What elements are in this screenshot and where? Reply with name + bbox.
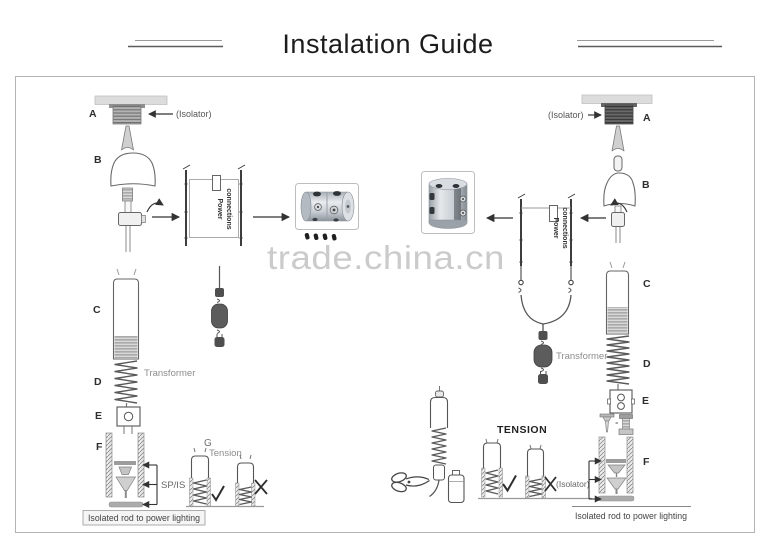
label-d-right: D [643, 358, 651, 370]
label-e-right: E [642, 395, 649, 407]
isolator-label-left: (Isolator) [176, 109, 212, 119]
title-decoration-left [128, 40, 223, 48]
watermark-text: trade.china.cn [267, 239, 505, 276]
check-icon [211, 485, 225, 502]
tension-tube-ok [190, 455, 210, 480]
bracket-f-right: F Isolated rod to power lighting [572, 436, 691, 521]
rotate-arrow-right [610, 198, 628, 213]
tension-label: Tension [209, 448, 242, 459]
tension-title: TENSION [497, 424, 547, 436]
caption-right-group: Isolated rod to power lighting [572, 506, 691, 521]
threaded-connector-left [122, 187, 133, 202]
transformer-label-left: Transformer [144, 368, 195, 379]
sp-is-label: SP/IS [161, 480, 185, 491]
ceiling-bar-right [581, 94, 653, 104]
connector-box-right [611, 212, 625, 227]
spring-d-right [606, 335, 630, 385]
wire-transformer-right: Transformer [518, 266, 607, 384]
caption-right: Isolated rod to power lighting [575, 511, 687, 521]
label-g: G [204, 438, 212, 449]
right-column: C D E [599, 261, 651, 435]
spike-right [611, 125, 625, 152]
caption-left: Isolated rod to power lighting [88, 513, 200, 523]
label-e-left: E [95, 410, 102, 422]
power-frame-right: Power connections [517, 193, 576, 266]
label-c-left: C [93, 304, 101, 316]
screws [599, 413, 634, 435]
power-label-line2-left: connections [225, 188, 232, 229]
label-b-left: B [94, 154, 102, 166]
label-f-left: F [96, 441, 103, 453]
isolated-rod-bar-right [597, 495, 635, 502]
canister [447, 470, 465, 504]
title-block: Instalation Guide [128, 29, 722, 59]
cross-icon [544, 476, 557, 492]
check-icon [502, 475, 517, 493]
transformer-label-right: Transformer [556, 351, 607, 362]
cross-icon [254, 479, 268, 495]
label-d-left: D [94, 376, 102, 388]
bell-canopy-right [603, 172, 636, 207]
ceiling-bar-left [94, 95, 168, 105]
caption-box-left: Isolated rod to power lighting [82, 510, 206, 526]
bracket-f-left: F SP/IS Isolated rod to power lighting [82, 432, 206, 526]
photo-dots [304, 232, 337, 241]
connector-box-left [118, 212, 142, 226]
transformer-body-right [533, 344, 553, 368]
label-f-right: F [643, 456, 650, 468]
left-column: C Transformer D E [93, 268, 195, 434]
label-b-right: B [642, 179, 650, 191]
power-label-line1-right: Power [552, 217, 559, 238]
rotate-arrow-left [146, 198, 164, 213]
isolated-rod-bar-left [108, 501, 144, 508]
spike-left [121, 125, 134, 151]
page-title: Instalation Guide [282, 29, 493, 59]
power-label-line2-right: connections [561, 207, 568, 248]
power-label-line1-left: Power [216, 198, 223, 219]
right-assembly-top: (Isolator) A B [548, 94, 653, 243]
tension-bad-tube [526, 448, 545, 478]
coupler-photo-left [295, 183, 359, 230]
spring-d-left [114, 360, 138, 404]
isolator-note-center: (Isolator) [556, 479, 590, 489]
sp-is-callouts: SP/IS [142, 461, 185, 509]
g-tension-group: G Tension [186, 438, 268, 508]
middle-tension-group: TENSION (Isolator) [391, 386, 592, 504]
bracket-callouts-right [588, 457, 602, 503]
bell-canopy-left [110, 152, 156, 187]
left-assembly-top: A (Isolator) B [89, 95, 212, 252]
label-a-right: A [643, 112, 651, 124]
isolator-body-right [604, 104, 634, 125]
label-a-left: A [89, 108, 97, 120]
isolator-label-right: (Isolator) [548, 110, 584, 120]
coupler-photo-right [421, 171, 513, 234]
tension-ok-tube [482, 442, 502, 470]
tension-tube-bad [236, 462, 255, 486]
isolator-body-left [112, 105, 142, 125]
power-frame-left: Power connections [182, 164, 291, 246]
spring-assembly-tube [429, 396, 449, 428]
pliers-icon [391, 472, 430, 493]
title-decoration-right [577, 40, 722, 48]
label-c-right: C [643, 278, 651, 290]
hanging-transformer-left [211, 266, 228, 347]
